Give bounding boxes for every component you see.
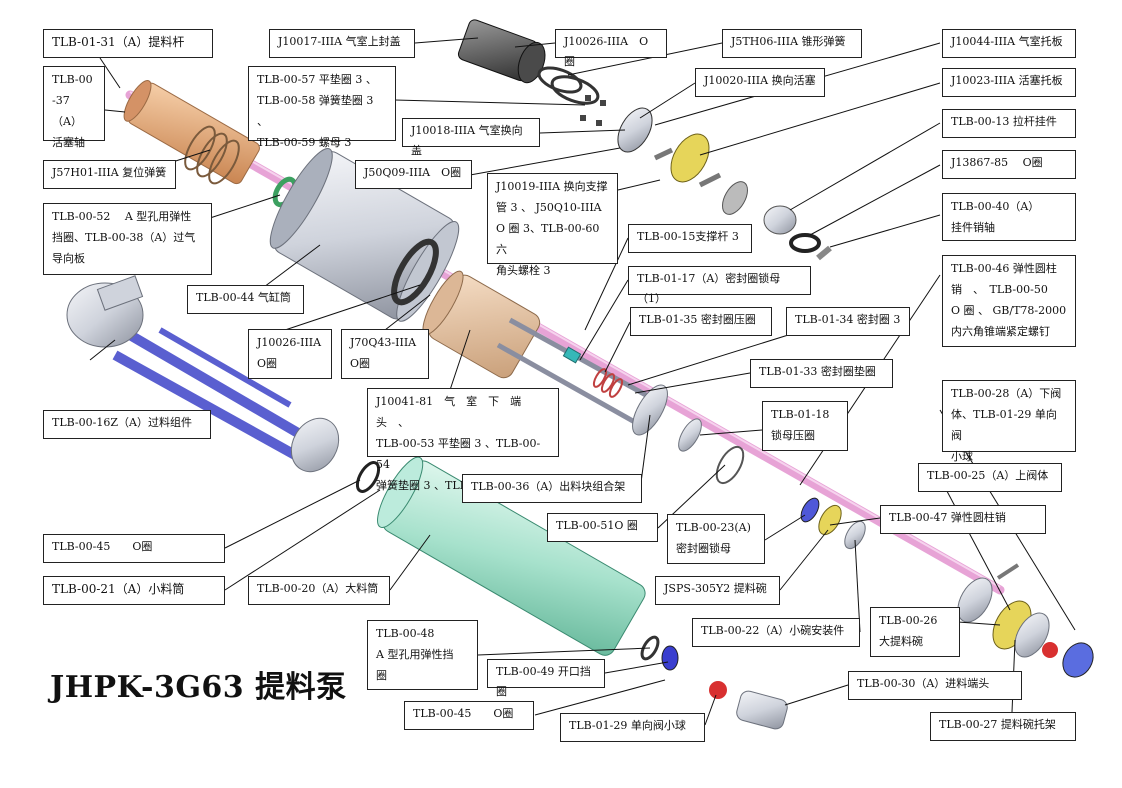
label-jsps-305y2: JSPS-305Y2 提料碗 [655, 576, 780, 605]
label-tlb-00-30: TLB-00-30（A）进料端头 [848, 671, 1022, 700]
label-tlb-00-44: TLB-00-44 气缸筒 [187, 285, 304, 314]
label-tlb-00-21: TLB-00-21（A）小料筒 [43, 576, 225, 605]
label-tlb-01-33: TLB-01-33 密封圈垫圈 [750, 359, 893, 388]
label-tlb-01-29: TLB-01-29 单向阀小球 [560, 713, 705, 742]
label-tlb-00-36: TLB-00-36（A）出料块组合架 [462, 474, 642, 503]
label-tlb-00-15: TLB-00-15支撑杆 3 [628, 224, 752, 253]
label-tlb-00-25: TLB-00-25（A）上阀体 [918, 463, 1062, 492]
label-tlb-00-46: TLB-00-46 弹性圆柱 销 、 TLB-00-50 O 圈 、 GB/T7… [942, 255, 1076, 347]
label-tlb-00-45-a: TLB-00-45 O圈 [43, 534, 225, 563]
label-j70q43: J70Q43-IIIA O圈 [341, 329, 429, 379]
label-j10044: J10044-IIIA 气室托板 [942, 29, 1076, 58]
label-j57h01: J57H01-IIIA 复位弹簧 [43, 160, 176, 189]
label-tlb-00-52: TLB-00-52 A 型孔用弹性 挡圈、TLB-00-38（A）过气 导向板 [43, 203, 212, 275]
label-tlb-00-57: TLB-00-57 平垫圈 3 、 TLB-00-58 弹簧垫圈 3 、 TLB… [248, 66, 396, 149]
label-tlb-00-48: TLB-00-48 A 型孔用弹性挡 圈 [367, 620, 478, 690]
label-j10023: J10023-IIIA 活塞托板 [942, 68, 1076, 97]
label-tlb-01-34: TLB-01-34 密封圈 3 [786, 307, 910, 336]
label-tlb-00-51: TLB-00-51O 圈 [547, 513, 658, 542]
label-j10026-mid: J10026-IIIA O圈 [248, 329, 332, 379]
label-tlb-00-28: TLB-00-28（A）下阀 体、TLB-01-29 单向阀 小球 [942, 380, 1076, 463]
label-tlb-00-40: TLB-00-40（A） 挂件销轴 [942, 193, 1076, 241]
label-j10017: J10017-IIIA 气室上封盖 [269, 29, 415, 58]
label-tlb-00-37: TLB-00 -37（A） 活塞轴 [43, 66, 105, 149]
label-tlb-00-27: TLB-00-27 提料碗托架 [930, 712, 1076, 741]
diagram-title: JHPK-3G63 提料泵 [50, 670, 347, 705]
label-j10018: J10018-IIIA 气室换向盖 [402, 118, 540, 157]
label-j10019: J10019-IIIA 换向支撑 管 3 、 J50Q10-IIIA O 圈 3… [487, 173, 618, 277]
label-tlb-00-23: TLB-00-23(A) 密封圈锁母 [667, 514, 765, 564]
label-j13867: J13867-85 O圈 [942, 150, 1076, 179]
label-tlb-00-16z: TLB-00-16Z（A）过料组件 [43, 410, 211, 439]
label-tlb-01-31: TLB-01-31（A）提料杆 [43, 29, 213, 58]
label-tlb-00-26: TLB-00-26 大提料碗 [870, 607, 960, 657]
label-tlb-00-49: TLB-00-49 开口挡圈 [487, 659, 605, 698]
label-tlb-00-13: TLB-00-13 拉杆挂件 [942, 109, 1076, 138]
label-tlb-01-35: TLB-01-35 密封圈压圈 [630, 307, 772, 336]
label-tlb-01-18: TLB-01-18 锁母压圈 [762, 401, 848, 451]
label-tlb-00-45-b: TLB-00-45 O圈 [404, 701, 534, 730]
label-j10026-top: J10026-IIIA O圈 [555, 29, 667, 68]
label-j5th06: J5TH06-IIIA 锥形弹簧 [722, 29, 862, 58]
label-tlb-00-20: TLB-00-20（A）大料筒 [248, 576, 390, 605]
label-tlb-00-22: TLB-00-22（A）小碗安装件 [692, 618, 860, 647]
label-j50q09: J50Q09-IIIA O圈 [355, 160, 472, 189]
label-j10041: J10041-81 气 室 下 端 头 、 TLB-00-53 平垫圈 3 、T… [367, 388, 559, 492]
label-j10020: J10020-IIIA 换向活塞 [695, 68, 825, 97]
label-tlb-00-47: TLB-00-47 弹性圆柱销 [880, 505, 1046, 534]
pump-parts [66, 19, 1094, 730]
label-tlb-01-17: TLB-01-17（A）密封圈锁母（1） [628, 266, 811, 305]
